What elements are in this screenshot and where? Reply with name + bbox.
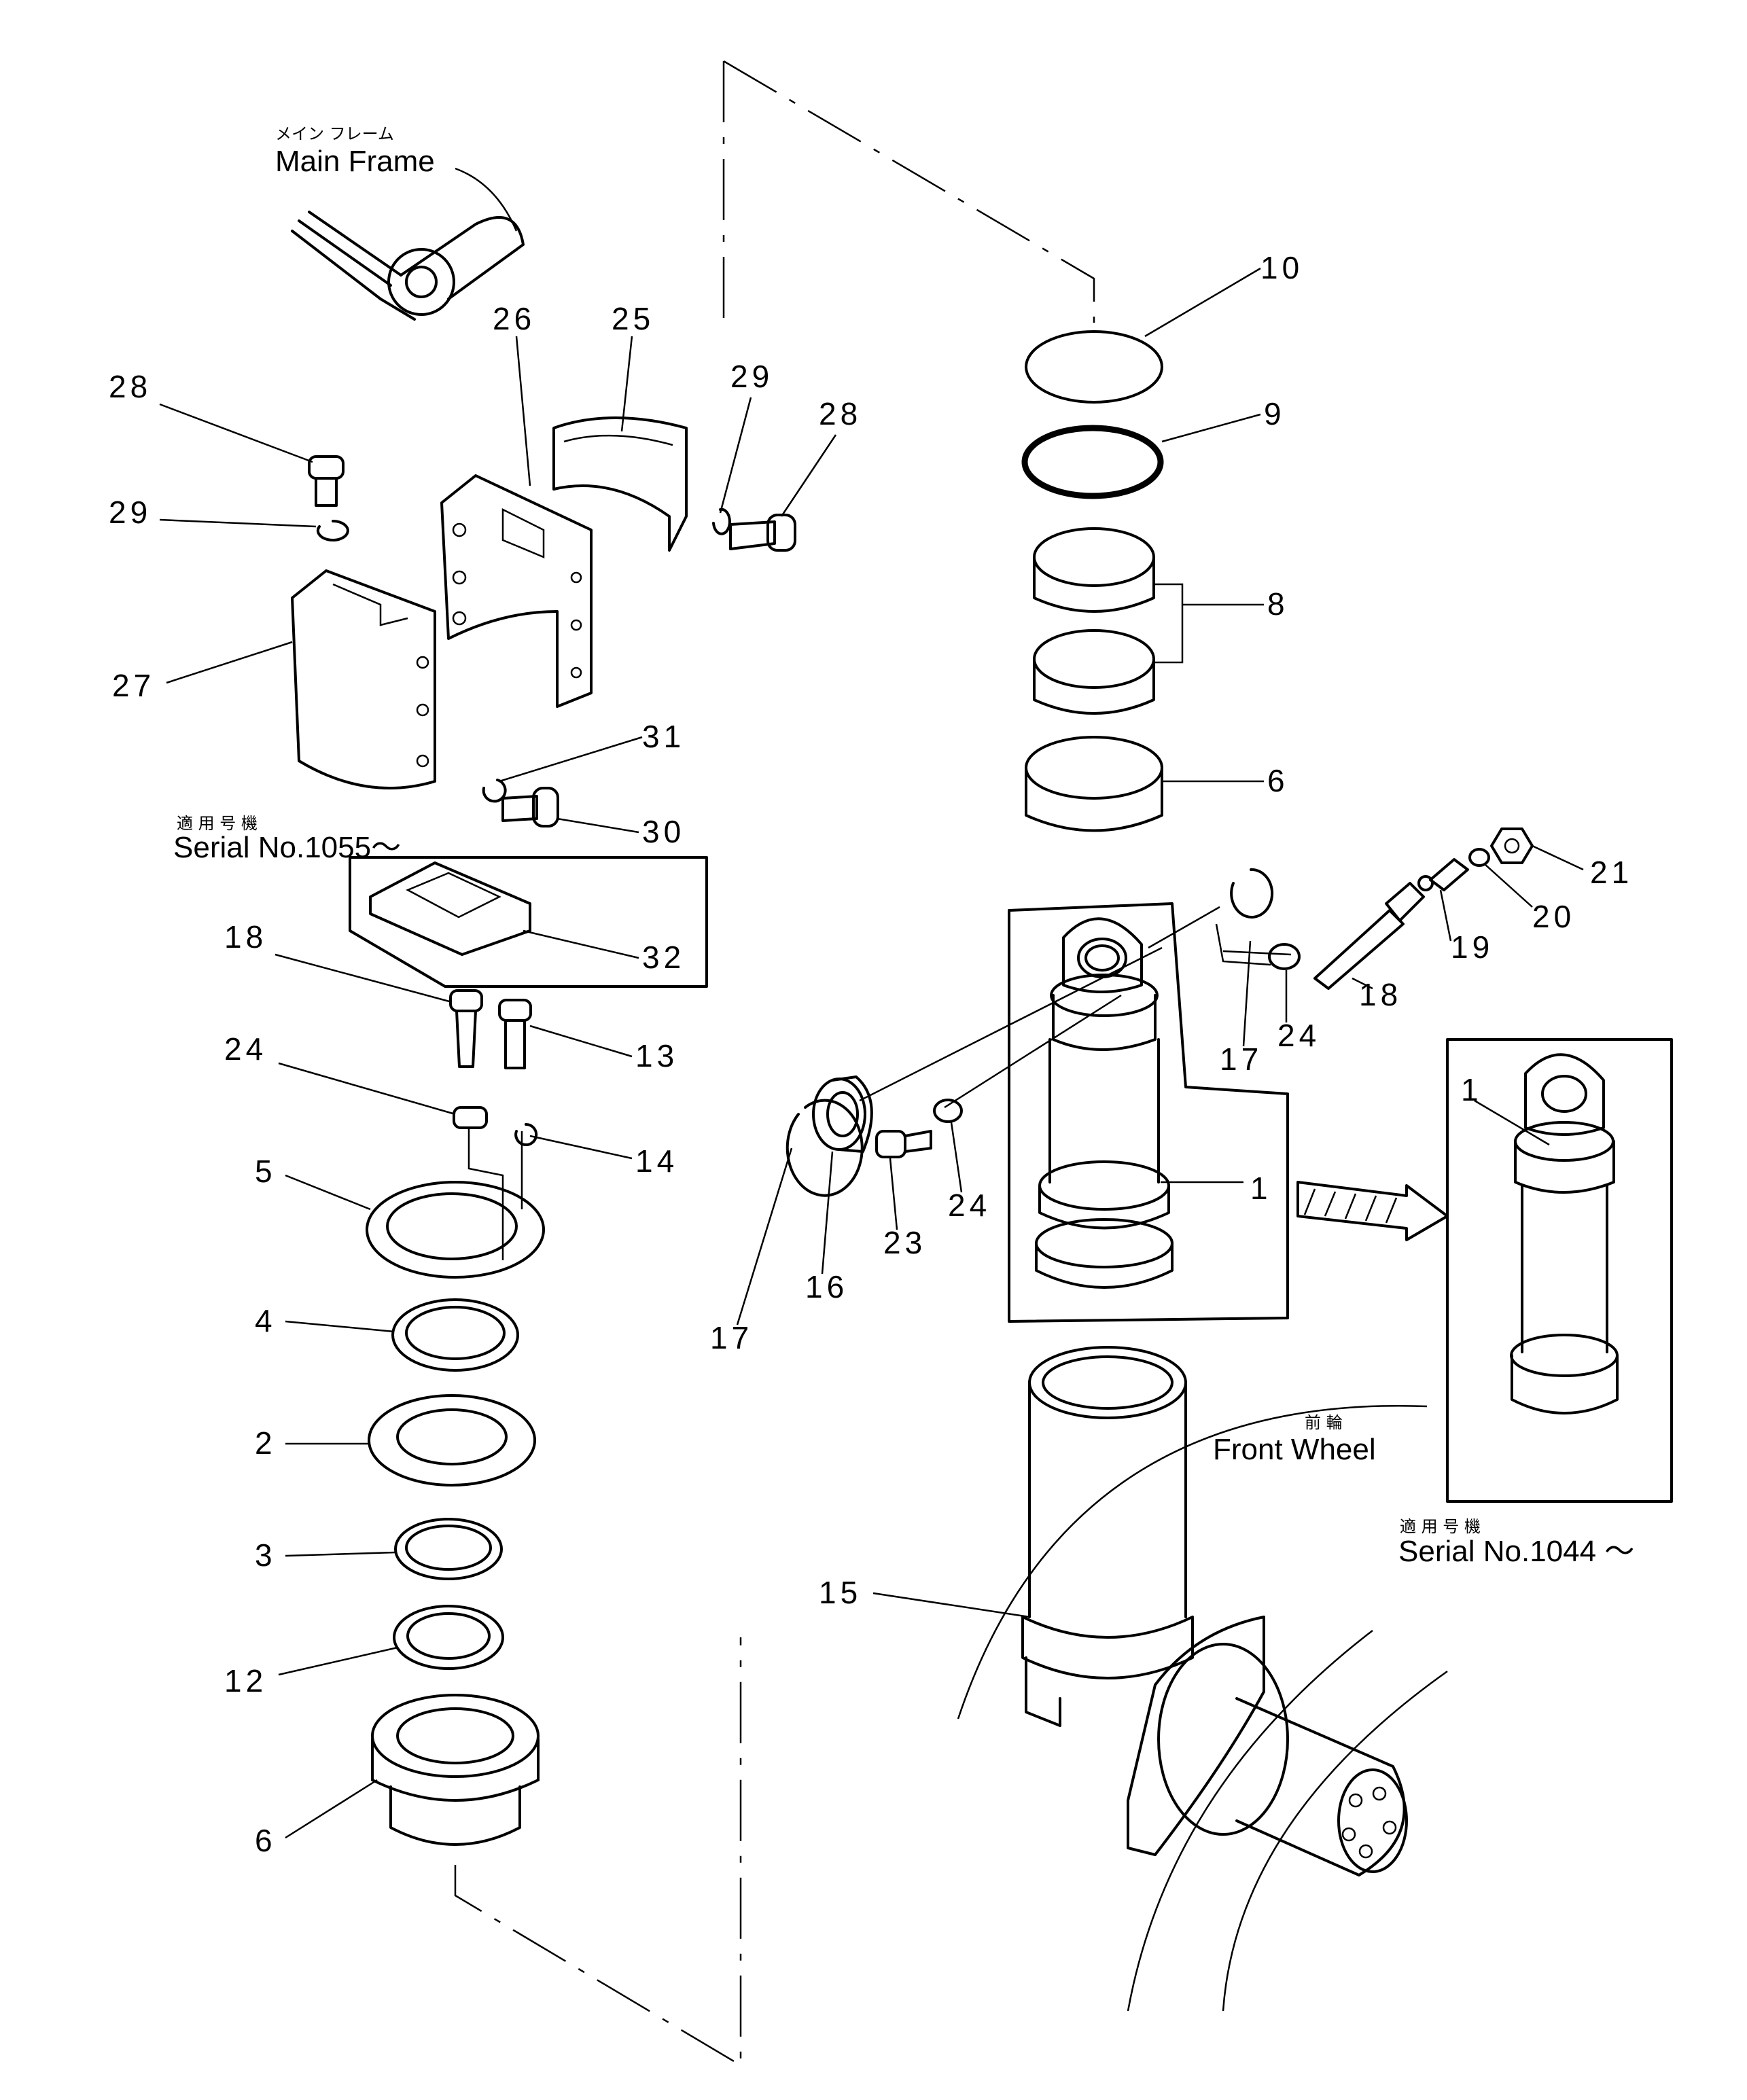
- callout-18: 18: [224, 919, 267, 955]
- callout-16: 16: [805, 1269, 848, 1304]
- alt-part-1-cylinder: [1510, 1053, 1619, 1414]
- callout-20: 18: [1359, 977, 1402, 1012]
- part-29-washer-right: [712, 508, 731, 535]
- part-12-thrust-washer: [393, 1605, 504, 1670]
- serial-1044-jp-label: 適 用 号 機: [1400, 1517, 1481, 1536]
- part-4-thrust-washer: [391, 1298, 519, 1372]
- part-2-flange: [368, 1394, 536, 1487]
- part-8-bushing: [1025, 736, 1163, 832]
- callout-13: 13: [635, 1038, 678, 1073]
- callout-17-right: 17: [1220, 1042, 1263, 1077]
- callout-29-right: 29: [730, 359, 773, 394]
- callout-26: 26: [493, 301, 535, 336]
- part-21-nipple: [1417, 858, 1469, 891]
- callout-25: 25: [612, 301, 654, 336]
- part-14-lock-washer: [514, 1122, 538, 1146]
- callout-24-right: 24: [1277, 1018, 1320, 1053]
- alt-cylinder-box: [1446, 1038, 1673, 1503]
- front-wheel-jp-label: 前 輪: [1305, 1413, 1343, 1432]
- part-11-snap-ring: [1025, 330, 1163, 404]
- callout-1: 1: [1250, 1171, 1272, 1206]
- callout-27: 27: [112, 668, 155, 703]
- part-26-bracket: [440, 474, 593, 708]
- callout-9: 8: [1267, 586, 1289, 622]
- part-28-bolt-right: [729, 514, 796, 552]
- main-frame-label: Main Frame: [275, 145, 435, 178]
- part-30-bolt: [501, 787, 559, 827]
- part-31-snap-ring: [482, 779, 507, 803]
- callout-21: 19: [1451, 929, 1494, 965]
- serial-1044-label: Serial No.1044 ～: [1398, 1535, 1634, 1568]
- front-wheel-label: Front Wheel: [1213, 1433, 1376, 1466]
- part-10-o-ring: [1021, 425, 1164, 499]
- top-phantom-line: [723, 60, 1095, 323]
- callout-24-left: 24: [224, 1031, 267, 1067]
- callout-2: 2: [255, 1425, 277, 1461]
- part-24-washer: [453, 1106, 488, 1129]
- part-28-bolt: [308, 455, 345, 507]
- serial-1055-box: [349, 856, 708, 988]
- callout-31: 31: [642, 719, 685, 754]
- part-22-o-ring: [1468, 848, 1490, 867]
- callout-23: 21: [1590, 855, 1633, 890]
- part-24-washer-right: [1268, 943, 1301, 970]
- front-wheel-outline: [957, 1404, 1428, 1720]
- part-16-bearing: [812, 1075, 873, 1153]
- part-9-bushing-lower: [1033, 629, 1155, 715]
- part-24-washer-mid: [933, 1099, 963, 1123]
- callout-6: 6: [255, 1823, 277, 1858]
- part-6-retainer: [371, 1694, 540, 1846]
- part-15-front-axle: [1021, 1346, 1408, 1876]
- part-17-snap-ring-right: [1230, 868, 1274, 919]
- callout-22: 20: [1532, 899, 1575, 934]
- part-23-cap: [1490, 827, 1534, 864]
- serial-1055-label: Serial No.1055～: [173, 831, 401, 864]
- part-19-grease-bolt: [875, 1130, 932, 1158]
- callout-30: 30: [642, 814, 685, 849]
- callout-8: 6: [1267, 763, 1289, 798]
- part-5-ring-plate: [366, 1181, 545, 1279]
- part-1-cylinder: [1035, 917, 1174, 1289]
- callout-12: 12: [224, 1663, 267, 1698]
- part-17-snap-ring-left: [786, 1099, 864, 1197]
- part-3-ring: [394, 1518, 503, 1580]
- arrow-to-alt-cylinder: [1296, 1181, 1449, 1241]
- part-25-half-cover: [552, 416, 688, 552]
- callout-32: 32: [642, 940, 685, 975]
- callout-3: 3: [255, 1537, 277, 1573]
- part-20-fitting: [1313, 882, 1425, 990]
- callout-15: 15: [819, 1575, 862, 1610]
- callout-5: 5: [255, 1154, 277, 1189]
- callout-28-left: 28: [109, 369, 152, 404]
- serial-1055-jp-label: 適 用 号 機: [177, 814, 258, 833]
- callout-1-alt: 1: [1461, 1072, 1483, 1107]
- callouts: 10 9 8 6 21 20 19 18 24 17 1 1 24 23 16 …: [109, 250, 1633, 1858]
- part-32-plate: [369, 861, 531, 956]
- part-29-washer: [316, 520, 349, 541]
- part-27-cover: [291, 569, 436, 789]
- main-frame-jp-label: メイン フレーム: [275, 124, 394, 143]
- callout-4: 4: [255, 1303, 277, 1338]
- main-frame-drawing: [291, 211, 525, 321]
- callout-24-mid: 24: [948, 1188, 991, 1223]
- callout-17-left: 17: [710, 1320, 753, 1355]
- callout-14: 14: [635, 1143, 678, 1179]
- callout-29-left: 29: [109, 495, 152, 530]
- part-9-bushing-upper: [1033, 527, 1155, 613]
- callout-28-right: 28: [819, 396, 862, 431]
- callout-10: 9: [1264, 396, 1286, 431]
- part-18-bolt: [449, 989, 483, 1068]
- callout-11: 10: [1260, 250, 1303, 285]
- cylinder-assembly-box: [1008, 902, 1289, 1323]
- part-13-bolt: [498, 999, 532, 1069]
- bottom-phantom-line: [454, 1637, 742, 2067]
- callout-19: 23: [883, 1225, 926, 1260]
